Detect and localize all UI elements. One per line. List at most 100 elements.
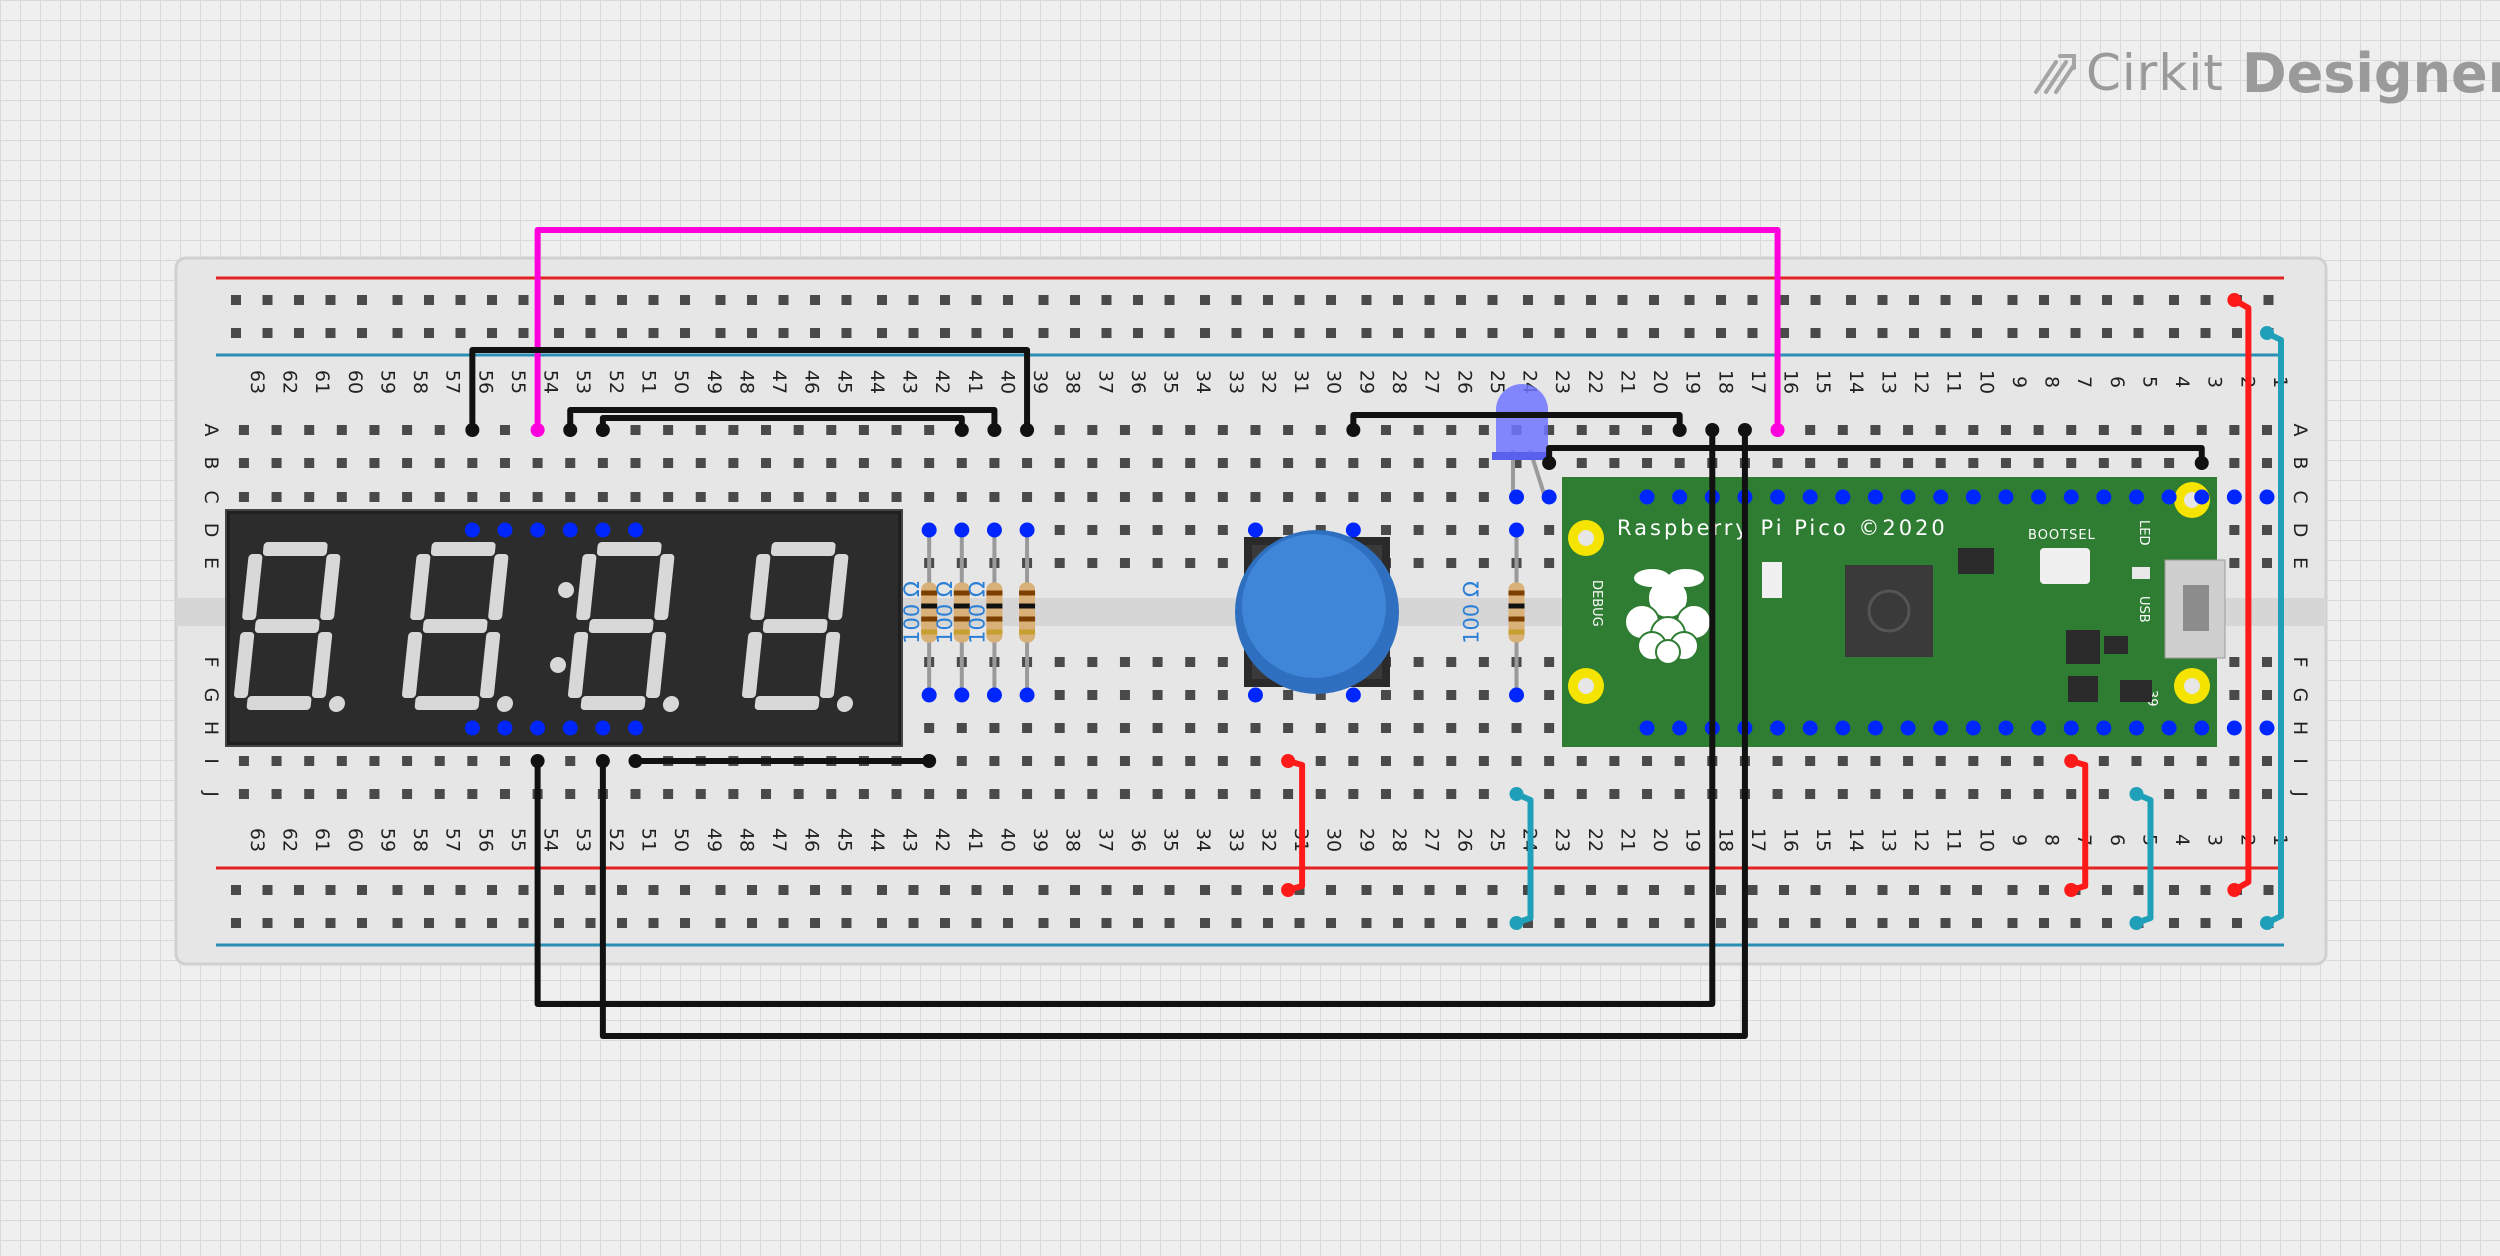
resistor[interactable]: 100 Ω (1460, 530, 1525, 695)
terminal-hole[interactable] (1511, 458, 1522, 468)
terminal-hole[interactable] (793, 425, 804, 435)
terminal-hole[interactable] (1152, 525, 1163, 535)
terminal-hole[interactable] (238, 756, 249, 766)
terminal-hole[interactable] (1446, 425, 1457, 435)
terminal-hole[interactable] (1087, 458, 1098, 468)
terminal-hole[interactable] (532, 458, 543, 468)
rail-hole[interactable] (1779, 885, 1789, 895)
terminal-hole[interactable] (989, 723, 1000, 733)
terminal-hole[interactable] (2196, 789, 2207, 799)
terminal-hole[interactable] (1380, 425, 1391, 435)
rail-hole[interactable] (2039, 328, 2049, 338)
terminal-hole[interactable] (1446, 723, 1457, 733)
rail-hole[interactable] (325, 295, 336, 305)
rail-hole[interactable] (1263, 328, 1273, 338)
terminal-hole[interactable] (793, 789, 804, 799)
terminal-hole[interactable] (2098, 458, 2109, 468)
terminal-hole[interactable] (1054, 458, 1065, 468)
rail-hole[interactable] (1003, 328, 1013, 338)
rail-hole[interactable] (231, 328, 241, 338)
wire-endpoint[interactable] (1020, 423, 1035, 437)
terminal-hole[interactable] (2262, 756, 2272, 766)
terminal-hole[interactable] (1185, 425, 1196, 435)
terminal-hole[interactable] (271, 789, 282, 799)
terminal-hole[interactable] (695, 458, 706, 468)
rail-hole[interactable] (908, 885, 919, 895)
rail-hole[interactable] (1361, 295, 1372, 305)
rail-hole[interactable] (1909, 918, 1919, 928)
rail-hole[interactable] (1164, 918, 1175, 928)
terminal-hole[interactable] (336, 789, 347, 799)
terminal-hole[interactable] (1087, 756, 1098, 766)
rail-hole[interactable] (262, 918, 273, 928)
rail-hole[interactable] (424, 885, 434, 895)
wire-endpoint[interactable] (595, 754, 610, 768)
wire-endpoint[interactable] (530, 754, 545, 768)
wire-endpoint[interactable] (1705, 423, 1720, 437)
terminal-hole[interactable] (1348, 756, 1359, 766)
terminal-hole[interactable] (1348, 789, 1359, 799)
terminal-hole[interactable] (630, 789, 641, 799)
wire-endpoint[interactable] (2227, 883, 2242, 897)
terminal-hole[interactable] (1152, 789, 1163, 799)
terminal-hole[interactable] (1544, 558, 1555, 568)
rail-hole[interactable] (1361, 885, 1372, 895)
terminal-hole[interactable] (1380, 525, 1391, 535)
terminal-hole[interactable] (304, 425, 315, 435)
rail-hole[interactable] (2007, 328, 2018, 338)
rail-hole[interactable] (810, 885, 820, 895)
terminal-hole[interactable] (1152, 458, 1163, 468)
terminal-hole[interactable] (1903, 425, 1914, 435)
terminal-hole[interactable] (532, 492, 543, 502)
teal-wire[interactable] (2264, 330, 2284, 926)
terminal-hole[interactable] (2262, 425, 2272, 435)
terminal-hole[interactable] (2131, 756, 2142, 766)
terminal-hole[interactable] (1087, 690, 1098, 700)
terminal-hole[interactable] (467, 756, 478, 766)
terminal-hole[interactable] (1022, 492, 1033, 502)
terminal-hole[interactable] (1217, 458, 1228, 468)
terminal-hole[interactable] (1087, 425, 1098, 435)
rail-hole[interactable] (1940, 918, 1951, 928)
terminal-hole[interactable] (1119, 492, 1130, 502)
terminal-hole[interactable] (1576, 425, 1587, 435)
rail-hole[interactable] (971, 295, 982, 305)
rail-hole[interactable] (715, 918, 726, 928)
rail-hole[interactable] (1846, 885, 1856, 895)
rail-hole[interactable] (2039, 295, 2049, 305)
terminal-hole[interactable] (1380, 690, 1391, 700)
rail-hole[interactable] (1294, 328, 1305, 338)
terminal-hole[interactable] (1805, 458, 1816, 468)
terminal-hole[interactable] (2262, 789, 2272, 799)
rail-hole[interactable] (1231, 918, 1242, 928)
black-wire[interactable] (599, 427, 1748, 1039)
rail-hole[interactable] (648, 918, 659, 928)
terminal-hole[interactable] (1250, 458, 1261, 468)
terminal-hole[interactable] (1217, 690, 1228, 700)
terminal-hole[interactable] (1119, 690, 1130, 700)
rail-hole[interactable] (231, 885, 241, 895)
rail-hole[interactable] (1200, 918, 1210, 928)
terminal-hole[interactable] (1968, 425, 1979, 435)
terminal-hole[interactable] (924, 425, 935, 435)
terminal-hole[interactable] (2033, 458, 2044, 468)
terminal-hole[interactable] (1968, 756, 1979, 766)
rail-hole[interactable] (1487, 295, 1498, 305)
terminal-hole[interactable] (1544, 525, 1555, 535)
terminal-hole[interactable] (1674, 458, 1685, 468)
rail-hole[interactable] (518, 328, 529, 338)
terminal-hole[interactable] (2066, 425, 2077, 435)
terminal-hole[interactable] (1217, 789, 1228, 799)
terminal-hole[interactable] (1217, 558, 1228, 568)
rail-hole[interactable] (2200, 295, 2211, 305)
rail-hole[interactable] (1070, 918, 1080, 928)
rail-hole[interactable] (747, 328, 757, 338)
terminal-hole[interactable] (761, 458, 772, 468)
terminal-hole[interactable] (2098, 756, 2109, 766)
rail-hole[interactable] (1586, 885, 1596, 895)
rail-hole[interactable] (1487, 918, 1498, 928)
rail-hole[interactable] (1456, 918, 1466, 928)
terminal-hole[interactable] (271, 458, 282, 468)
terminal-hole[interactable] (2131, 458, 2142, 468)
terminal-hole[interactable] (1315, 756, 1326, 766)
